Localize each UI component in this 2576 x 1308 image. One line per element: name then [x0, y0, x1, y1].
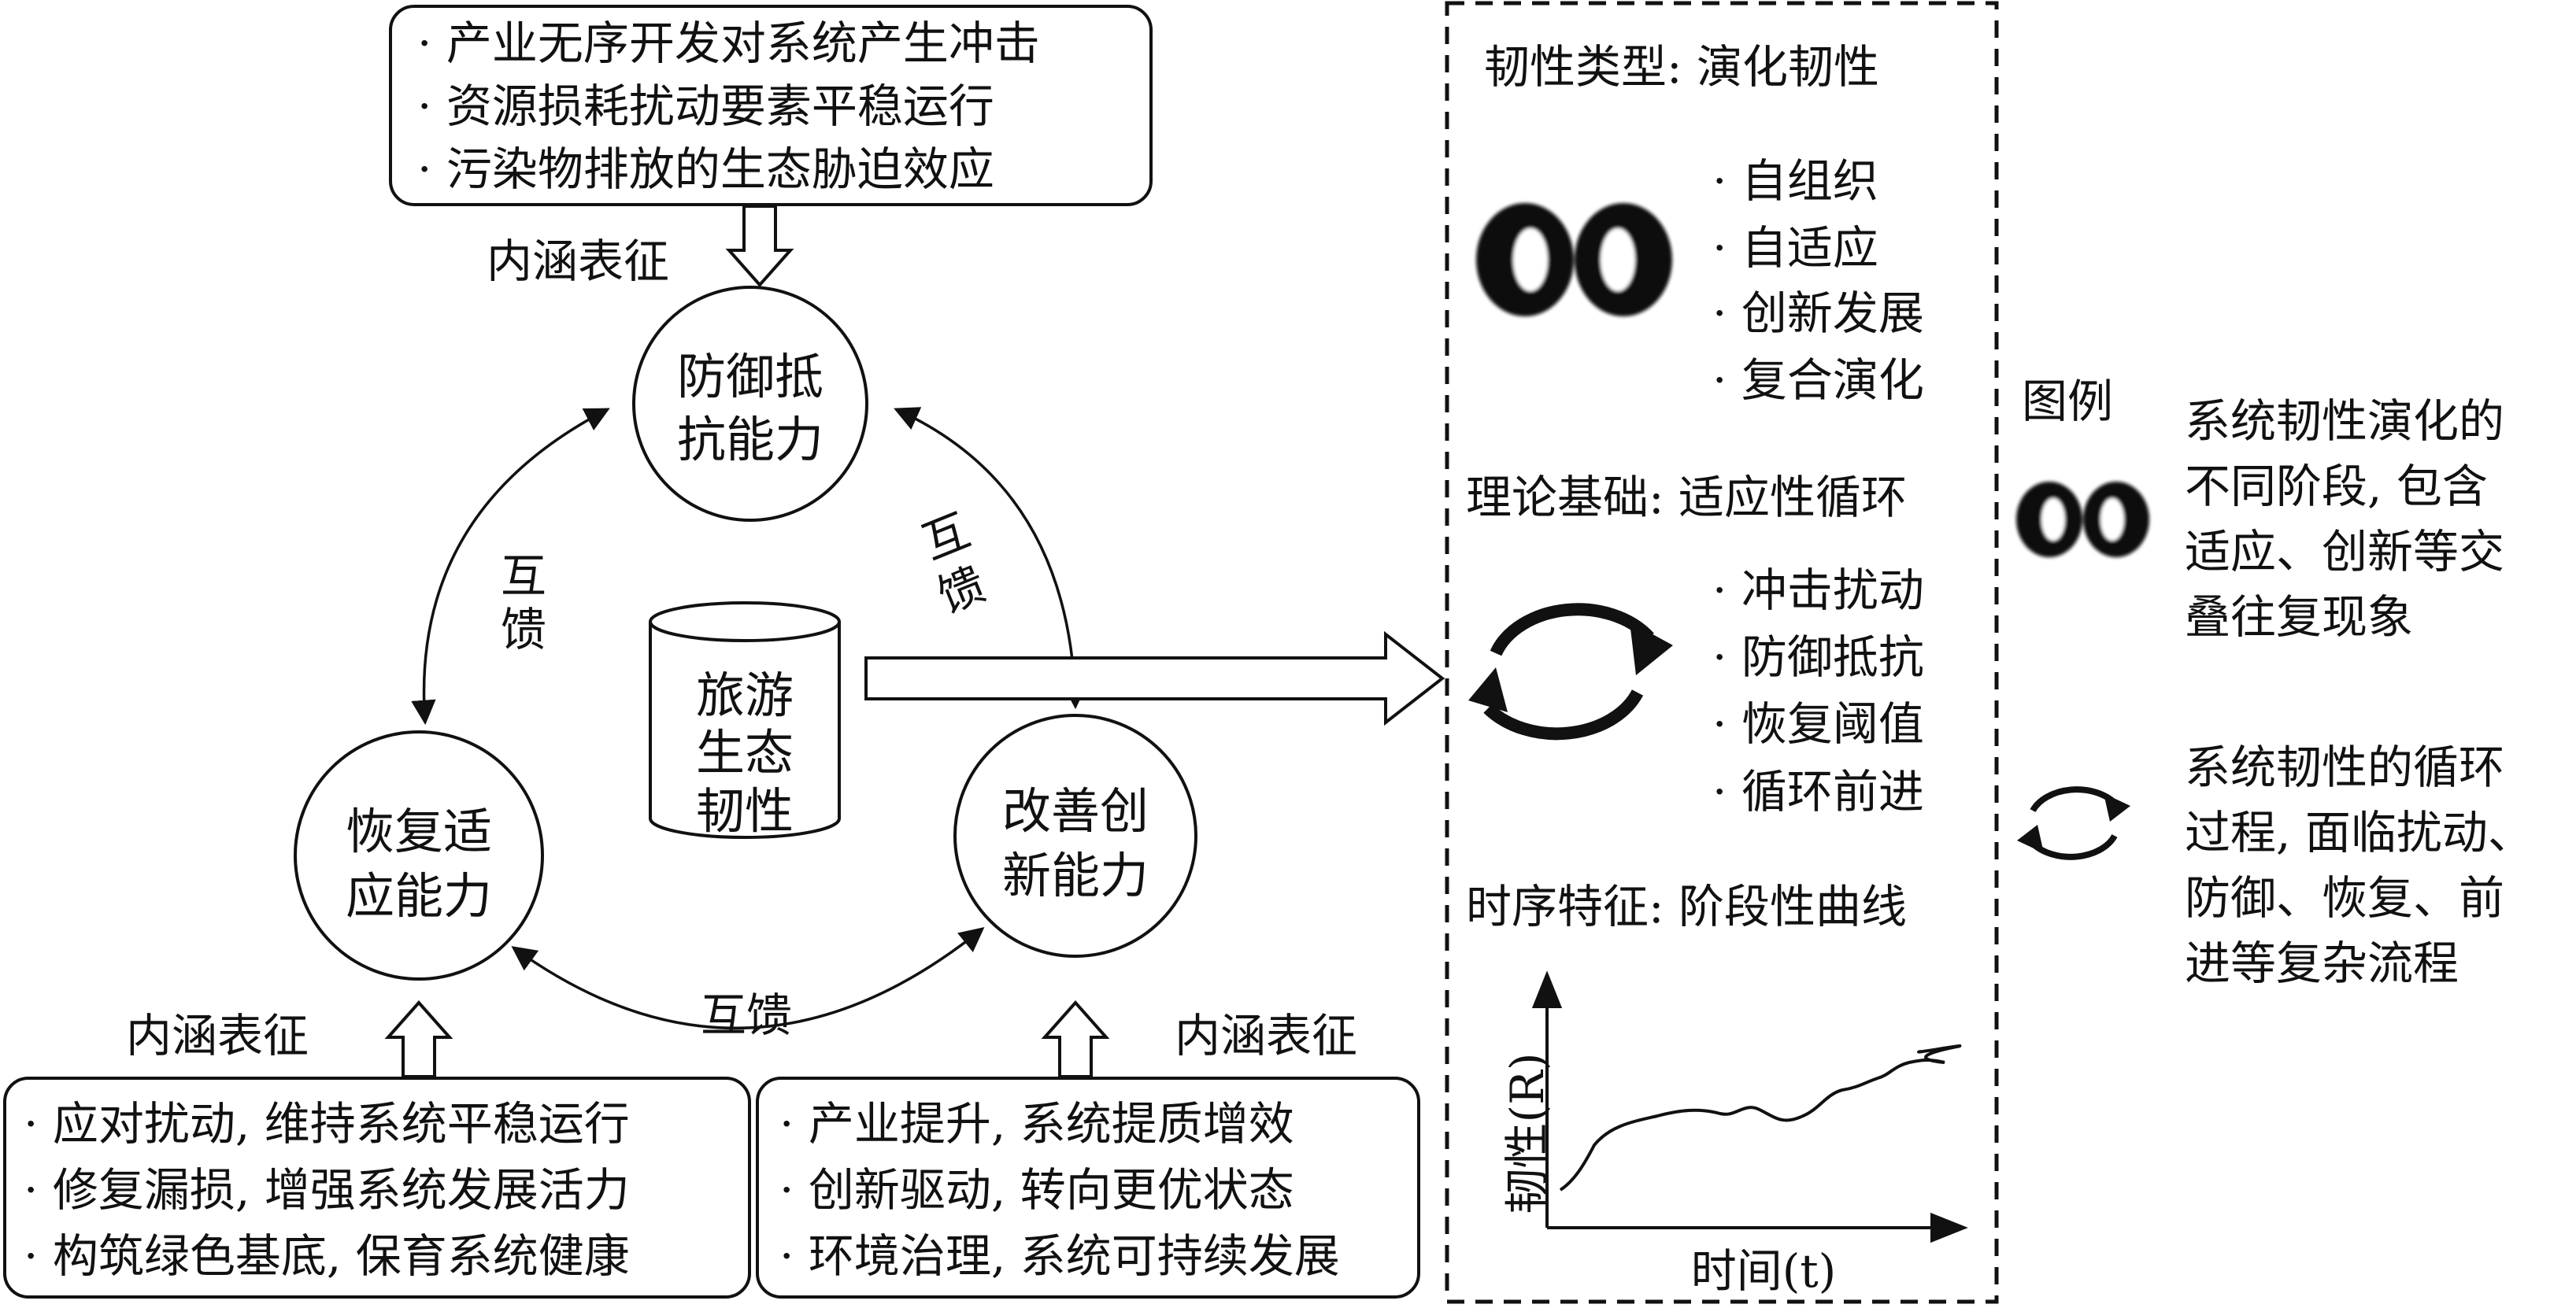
panel-type-item-2: · 自适应 [1712, 221, 1878, 275]
panel-theory-title: 理论基础: 适应性循环 [1466, 471, 1907, 524]
cylinder-tourism-resilience: 旅游 生态 韧性 [649, 601, 841, 840]
circle-recovery: 恢复适 应能力 [294, 730, 544, 981]
right-feature-label: 内涵表征 [1175, 1009, 1357, 1062]
cylinder-line2: 生态 [696, 724, 794, 781]
circle-innovation-line2: 新能力 [1002, 847, 1149, 904]
infinity-icon [1476, 203, 1672, 316]
legend-infinity-desc-3: 适应、创新等交 [2185, 525, 2504, 578]
left-box: · 应对扰动, 维持系统平稳运行 · 修复漏损, 增强系统发展活力 · 构筑绿色… [3, 1077, 751, 1299]
feedback-left-char1: 互 [501, 549, 546, 603]
legend-infinity-icon [2016, 482, 2149, 557]
circle-defense-line1: 防御抵 [677, 348, 824, 405]
panel-type-item-1: · 自组织 [1712, 154, 1878, 208]
panel-theory-item-1: · 冲击扰动 [1712, 563, 1924, 617]
right-box-item-1: · 产业提升, 系统提质增效 [779, 1097, 1294, 1151]
circle-innovation-line1: 改善创 [1002, 782, 1149, 840]
legend-cycle-desc-3: 防御、恢复、前 [2185, 871, 2504, 925]
top-box-item-2: · 资源损耗扰动要素平稳运行 [417, 79, 994, 133]
legend-cycle-icon [2017, 786, 2130, 860]
feedback-arrow-right [894, 407, 1088, 710]
left-box-item-1: · 应对扰动, 维持系统平稳运行 [24, 1097, 630, 1151]
resilience-curve-chart: 韧性(R) 时间(t) [1501, 970, 1968, 1298]
resilience-curve [1559, 1044, 1961, 1192]
circle-defense: 防御抵 抗能力 [632, 286, 868, 522]
circle-defense-line2: 抗能力 [677, 411, 824, 468]
feedback-bottom-label: 互馈 [701, 988, 792, 1042]
legend-infinity-desc-4: 叠往复现象 [2185, 590, 2413, 644]
feedback-arrow-bottom [511, 927, 985, 1030]
panel-theory-item-3: · 恢复阈值 [1712, 697, 1924, 751]
top-hollow-arrow [725, 205, 794, 288]
chart-y-axis-label: 韧性(R) [1501, 1053, 1554, 1214]
right-hollow-arrow [1041, 999, 1110, 1078]
top-feature-label: 内涵表征 [487, 235, 669, 288]
right-box-item-2: · 创新驱动, 转向更优状态 [779, 1163, 1294, 1217]
circle-innovation: 改善创 新能力 [953, 714, 1197, 958]
circle-recovery-line2: 应能力 [346, 867, 492, 925]
left-box-item-3: · 构筑绿色基底, 保育系统健康 [24, 1229, 630, 1283]
panel-timing-title: 时序特征: 阶段性曲线 [1466, 880, 1907, 933]
panel-type-title: 韧性类型: 演化韧性 [1484, 40, 1879, 94]
legend-infinity-desc-2: 不同阶段, 包含 [2185, 460, 2488, 513]
top-box-item-3: · 污染物排放的生态胁迫效应 [417, 142, 994, 196]
cylinder-line3: 韧性 [696, 782, 794, 840]
right-box: · 产业提升, 系统提质增效 · 创新驱动, 转向更优状态 · 环境治理, 系统… [756, 1077, 1420, 1299]
chart-x-axis-label: 时间(t) [1691, 1244, 1837, 1298]
legend-cycle-desc-1: 系统韧性的循环 [2185, 741, 2504, 794]
legend-infinity-desc-1: 系统韧性演化的 [2185, 394, 2504, 448]
feedback-left-char2: 馈 [501, 603, 546, 656]
cylinder-line1: 旅游 [696, 667, 794, 724]
legend-cycle-desc-2: 过程, 面临扰动、 [2185, 806, 2533, 859]
main-hollow-arrow [864, 630, 1445, 726]
left-box-item-2: · 修复漏损, 增强系统发展活力 [24, 1163, 630, 1217]
right-box-item-3: · 环境治理, 系统可持续发展 [779, 1229, 1340, 1283]
legend-title: 图例 [2022, 375, 2113, 428]
panel-theory-item-2: · 防御抵抗 [1712, 630, 1924, 684]
circle-recovery-line1: 恢复适 [346, 803, 492, 860]
left-feature-label: 内涵表征 [126, 1009, 309, 1062]
top-box-item-1: · 产业无序开发对系统产生冲击 [417, 17, 1040, 70]
panel-type-item-4: · 复合演化 [1712, 353, 1924, 407]
left-hollow-arrow [384, 999, 453, 1078]
feedback-arrow-left [411, 408, 610, 726]
top-box: · 产业无序开发对系统产生冲击 · 资源损耗扰动要素平稳运行 · 污染物排放的生… [389, 5, 1153, 206]
legend-cycle-desc-4: 进等复杂流程 [2185, 937, 2459, 990]
panel-theory-item-4: · 循环前进 [1712, 765, 1924, 818]
cycle-icon [1468, 603, 1673, 741]
panel-type-item-3: · 创新发展 [1712, 286, 1924, 340]
characteristics-panel [1445, 1, 1999, 1304]
